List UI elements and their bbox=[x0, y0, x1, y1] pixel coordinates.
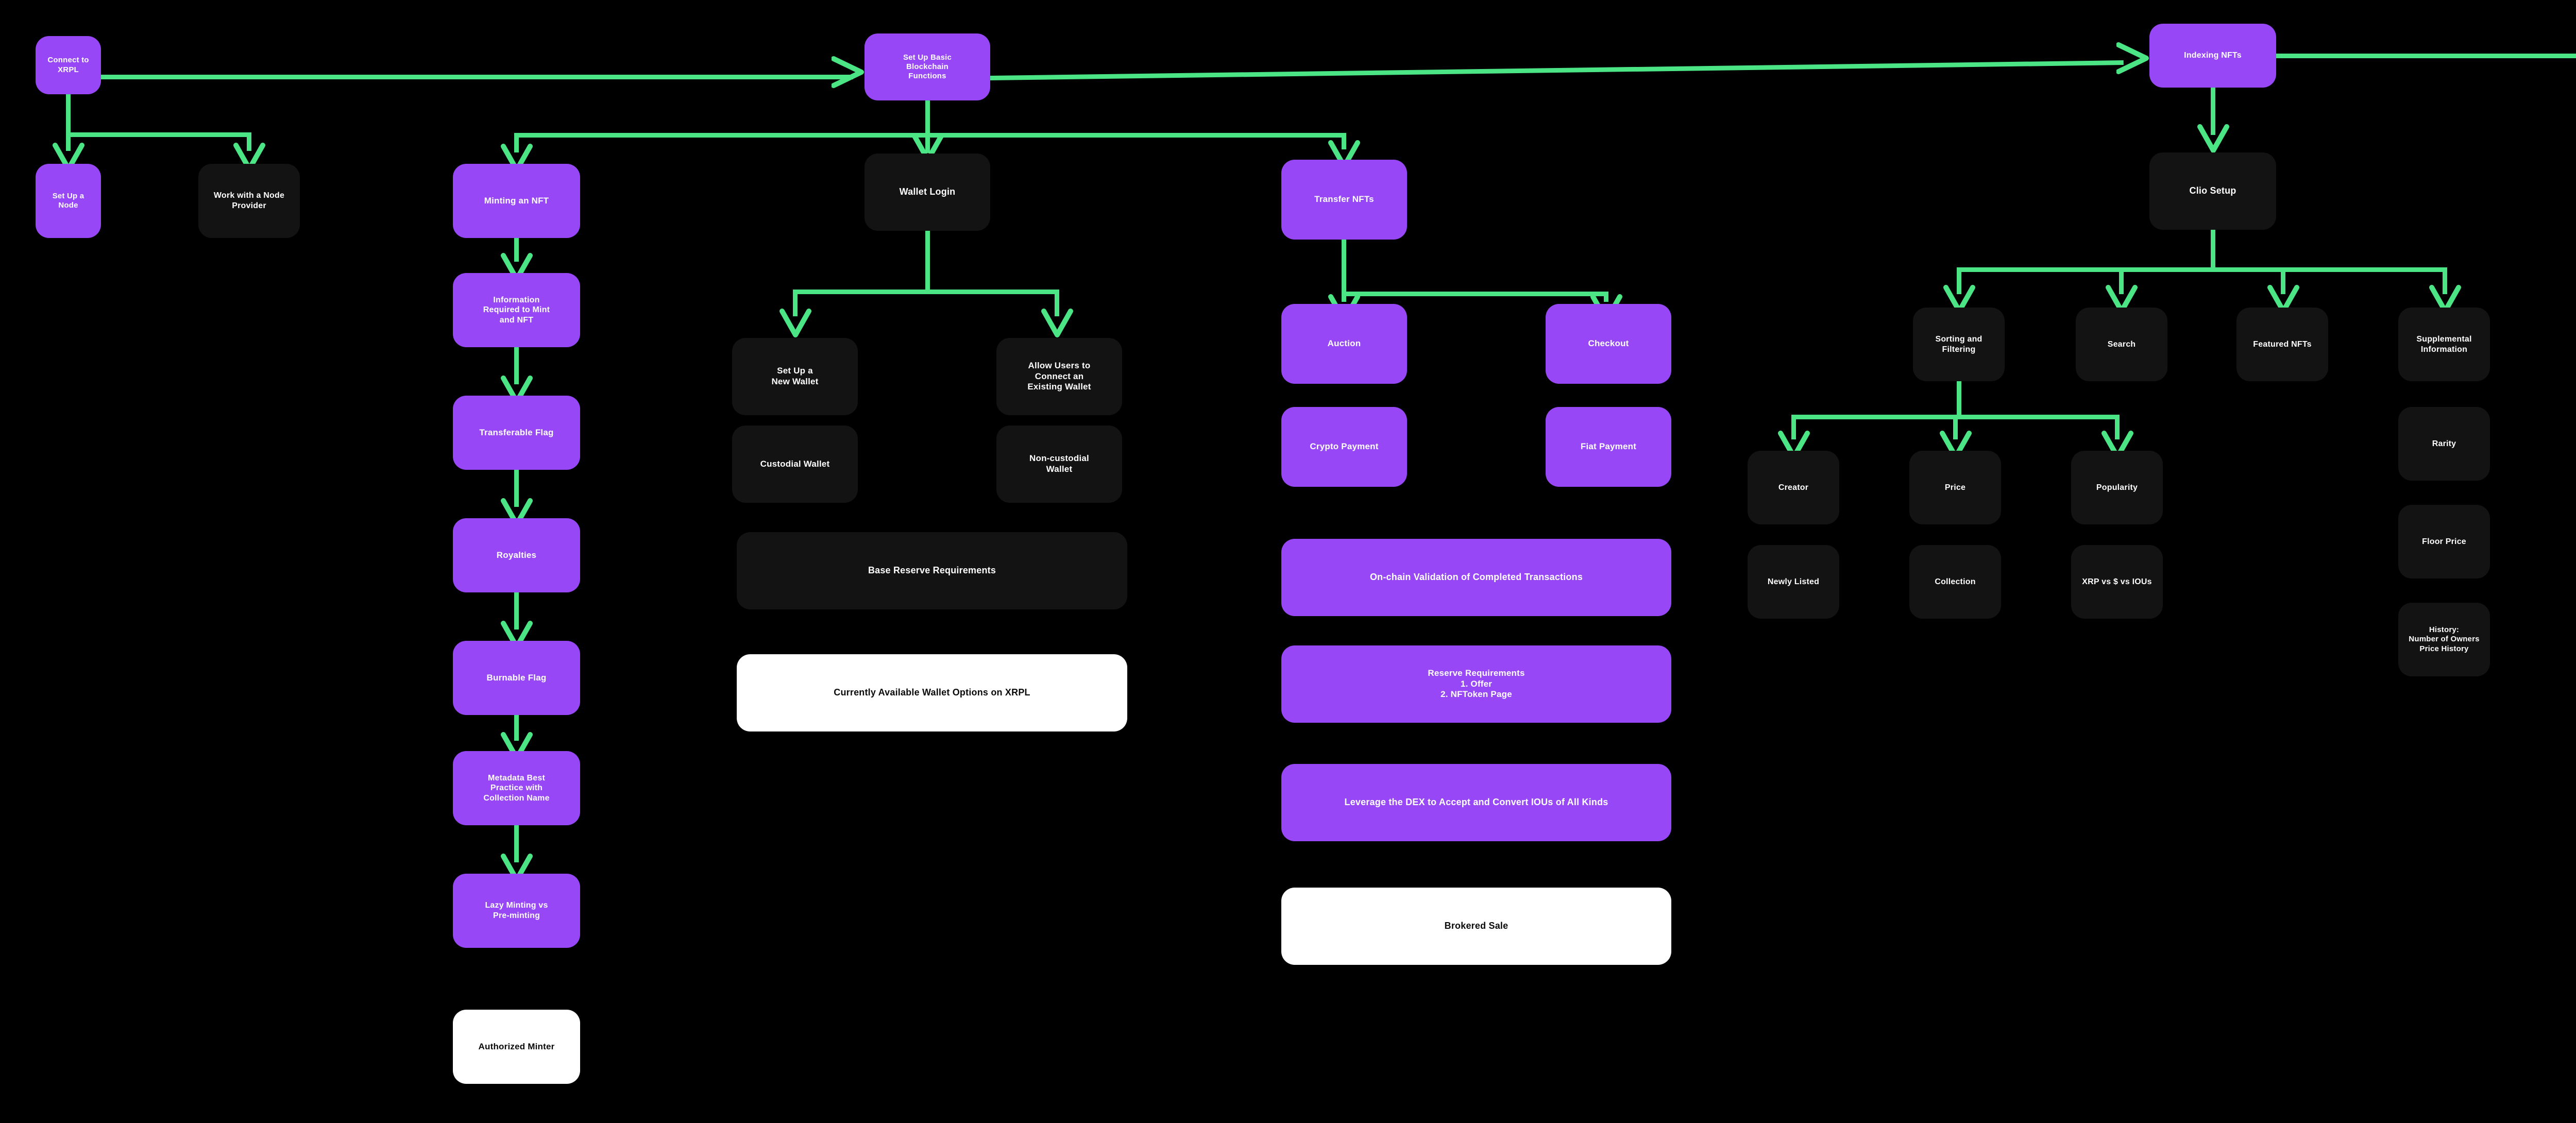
node-transferable-flag[interactable]: Transferable Flag bbox=[453, 396, 580, 470]
arrowhead-connect-to-basic bbox=[832, 52, 868, 93]
node-sorting-and-filtering[interactable]: Sorting and Filtering bbox=[1913, 308, 2005, 381]
node-wallet-options-on-xrpl[interactable]: Currently Available Wallet Options on XR… bbox=[737, 654, 1127, 731]
node-minting-an-nft[interactable]: Minting an NFT bbox=[453, 164, 580, 238]
edge-indexing-to-caching bbox=[2276, 54, 2576, 58]
node-metadata-best-practice[interactable]: Metadata Best Practice with Collection N… bbox=[453, 751, 580, 825]
edge-sorting-to-price-drop bbox=[1953, 415, 1958, 439]
node-base-reserve-requirements[interactable]: Base Reserve Requirements bbox=[737, 532, 1127, 609]
node-newly-listed[interactable]: Newly Listed bbox=[1748, 545, 1839, 619]
edge-sorting-down-stem bbox=[1957, 381, 1961, 417]
edge-basic-to-transfer-drop bbox=[1342, 133, 1346, 149]
node-connect-to-xrpl[interactable]: Connect to XRPL bbox=[36, 36, 101, 94]
edge-information-to-transferable bbox=[514, 347, 519, 384]
node-popularity[interactable]: Popularity bbox=[2071, 451, 2163, 524]
edge-clio-to-featured-drop bbox=[2281, 267, 2285, 294]
edge-transfer-fanout-bar bbox=[1342, 292, 1608, 296]
edge-transfer-to-auction-drop bbox=[1342, 292, 1346, 302]
node-set-up-new-wallet[interactable]: Set Up a New Wallet bbox=[732, 338, 858, 415]
edge-connect-to-setup-node-drop bbox=[66, 132, 71, 151]
node-featured-nfts[interactable]: Featured NFTs bbox=[2236, 308, 2328, 381]
edge-clio-to-sorting-drop bbox=[1957, 267, 1961, 294]
node-fiat-payment[interactable]: Fiat Payment bbox=[1546, 407, 1671, 487]
arrowhead-basic-to-indexing bbox=[2116, 38, 2153, 79]
edge-transferable-to-royalties bbox=[514, 470, 519, 507]
node-brokered-sale[interactable]: Brokered Sale bbox=[1281, 888, 1671, 965]
node-custodial-wallet[interactable]: Custodial Wallet bbox=[732, 426, 858, 503]
node-wallet-login[interactable]: Wallet Login bbox=[865, 154, 990, 231]
node-supplemental-information[interactable]: Supplemental Information bbox=[2398, 308, 2490, 381]
edge-burnable-to-metadata bbox=[514, 715, 519, 741]
arrowhead-wallet-to-existing bbox=[1037, 308, 1078, 339]
node-floor-price[interactable]: Floor Price bbox=[2398, 505, 2490, 578]
node-indexing-nfts[interactable]: Indexing NFTs bbox=[2149, 24, 2276, 88]
edge-connect-down-stem bbox=[66, 94, 71, 134]
node-set-up-basic-blockchain[interactable]: Set Up Basic Blockchain Functions bbox=[865, 33, 990, 100]
edge-transfer-to-checkout-drop bbox=[1604, 292, 1608, 302]
node-reserve-requirements[interactable]: Reserve Requirements 1. Offer 2. NFToken… bbox=[1281, 645, 1671, 723]
edge-basic-to-wallet-login-drop bbox=[925, 133, 930, 142]
edge-clio-down-stem bbox=[2211, 230, 2215, 272]
node-creator[interactable]: Creator bbox=[1748, 451, 1839, 524]
node-collection[interactable]: Collection bbox=[1909, 545, 2001, 619]
node-work-with-node-provider[interactable]: Work with a Node Provider bbox=[198, 164, 300, 238]
node-set-up-a-node[interactable]: Set Up a Node bbox=[36, 164, 101, 238]
edge-basic-to-indexing bbox=[990, 60, 2124, 80]
edge-basic-to-minting-drop bbox=[514, 133, 519, 152]
edge-minting-to-information bbox=[514, 238, 519, 262]
arrowhead-indexing-to-clio bbox=[2193, 124, 2234, 155]
node-lazy-minting-vs-preminting[interactable]: Lazy Minting vs Pre-minting bbox=[453, 874, 580, 948]
node-royalties[interactable]: Royalties bbox=[453, 518, 580, 592]
edge-sorting-to-popularity-drop bbox=[2115, 415, 2120, 439]
node-price[interactable]: Price bbox=[1909, 451, 2001, 524]
node-checkout[interactable]: Checkout bbox=[1546, 304, 1671, 384]
edge-clio-fanout-bar bbox=[1957, 267, 2445, 272]
edge-wallet-fanout-bar bbox=[793, 290, 1059, 294]
edge-wallet-login-down-stem bbox=[925, 231, 930, 293]
edge-wallet-to-new-drop bbox=[793, 290, 798, 316]
edge-transfer-down-stem bbox=[1342, 240, 1346, 296]
node-leverage-the-dex[interactable]: Leverage the DEX to Accept and Convert I… bbox=[1281, 764, 1671, 841]
edge-sorting-to-creator-drop bbox=[1791, 415, 1796, 439]
edge-clio-to-supplemental-drop bbox=[2443, 267, 2447, 294]
arrowhead-wallet-to-new bbox=[775, 308, 816, 339]
edge-basic-fanout-bar bbox=[514, 133, 1346, 138]
node-clio-setup[interactable]: Clio Setup bbox=[2149, 152, 2276, 230]
node-on-chain-validation[interactable]: On-chain Validation of Completed Transac… bbox=[1281, 539, 1671, 616]
node-non-custodial-wallet[interactable]: Non-custodial Wallet bbox=[996, 426, 1122, 503]
node-auction[interactable]: Auction bbox=[1281, 304, 1407, 384]
edge-indexing-to-clio bbox=[2211, 88, 2215, 135]
node-allow-connect-existing[interactable]: Allow Users to Connect an Existing Walle… bbox=[996, 338, 1122, 415]
node-information-required[interactable]: Information Required to Mint and NFT bbox=[453, 273, 580, 347]
edge-basic-down-stem bbox=[925, 100, 930, 153]
edge-connect-to-node-provider-drop bbox=[247, 132, 251, 151]
node-history[interactable]: History: Number of Owners Price History bbox=[2398, 603, 2490, 676]
edge-metadata-to-lazy-minting bbox=[514, 825, 519, 862]
edge-connect-fanout-bar bbox=[66, 132, 251, 137]
node-search[interactable]: Search bbox=[2076, 308, 2167, 381]
node-xrp-vs-dollar-vs-ious[interactable]: XRP vs $ vs IOUs bbox=[2071, 545, 2163, 619]
edge-royalties-to-burnable bbox=[514, 592, 519, 629]
node-authorized-minter[interactable]: Authorized Minter bbox=[453, 1010, 580, 1084]
edge-connect-to-basic bbox=[101, 75, 853, 79]
node-crypto-payment[interactable]: Crypto Payment bbox=[1281, 407, 1407, 487]
node-rarity[interactable]: Rarity bbox=[2398, 407, 2490, 481]
edge-clio-to-search-drop bbox=[2119, 267, 2124, 294]
node-burnable-flag[interactable]: Burnable Flag bbox=[453, 641, 580, 715]
node-transfer-nfts[interactable]: Transfer NFTs bbox=[1281, 160, 1407, 240]
edge-wallet-to-existing-drop bbox=[1055, 290, 1059, 316]
